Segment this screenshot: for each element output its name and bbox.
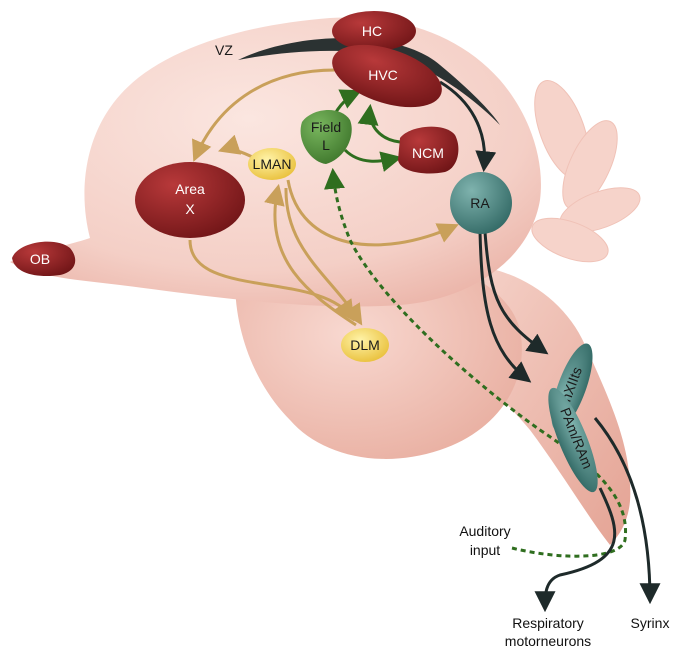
nucleus-ncm: NCM bbox=[398, 126, 459, 174]
nucleus-hvc: HVC bbox=[332, 44, 442, 108]
nucleus-ra: RA bbox=[450, 172, 512, 234]
vz-label: VZ bbox=[215, 42, 233, 58]
hvc-label: HVC bbox=[368, 67, 398, 83]
ncm-label: NCM bbox=[412, 145, 444, 161]
arrow-areax-to-dlm bbox=[188, 239, 355, 322]
arrow-auditory-input bbox=[323, 167, 628, 558]
line-nxiits-to-syrinx bbox=[593, 417, 661, 605]
nucleus-dlm: DLM bbox=[341, 328, 389, 362]
areax-label-line1: Area bbox=[175, 181, 205, 197]
nucleus-ob: OB bbox=[12, 241, 76, 277]
areax-label-line2: X bbox=[185, 201, 195, 217]
nucleus-hc: HC bbox=[332, 11, 416, 51]
ra-label: RA bbox=[470, 195, 490, 211]
afp-pathways bbox=[188, 68, 459, 327]
respiratory-label-line2: motorneurons bbox=[505, 633, 591, 649]
arrow-lman-to-ra bbox=[286, 179, 459, 247]
nucleus-fieldl: Field L bbox=[300, 110, 352, 164]
lman-label: LMAN bbox=[253, 156, 292, 172]
arrow-ra-to-pam bbox=[478, 231, 532, 383]
vz-band bbox=[238, 38, 500, 125]
arrow-hvc-to-areax bbox=[192, 68, 336, 162]
arrow-lman-to-dlm bbox=[284, 187, 363, 326]
nucleus-lman: LMAN bbox=[248, 148, 296, 180]
arrow-ncm-to-hvc bbox=[357, 103, 401, 144]
cerebellum bbox=[531, 80, 641, 263]
nucleus-areax: Area X bbox=[135, 162, 245, 238]
hc-label: HC bbox=[362, 23, 382, 39]
auditory-input-label-line2: input bbox=[470, 542, 500, 558]
fieldl-label-line2: L bbox=[322, 137, 330, 153]
dlm-label: DLM bbox=[350, 337, 380, 353]
ob-label: OB bbox=[30, 251, 50, 267]
arrow-dlm-to-lman bbox=[264, 183, 357, 327]
syrinx-label: Syrinx bbox=[631, 615, 670, 631]
arrow-hvc-to-ra bbox=[439, 80, 497, 173]
arrow-fieldl-to-ncm bbox=[343, 148, 403, 172]
arrow-ra-to-nxiits bbox=[483, 231, 549, 355]
auditory-input-label-line1: Auditory bbox=[459, 523, 510, 539]
respiratory-label-line1: Respiratory bbox=[512, 615, 584, 631]
fieldl-label-line1: Field bbox=[311, 119, 341, 135]
motor-pathways bbox=[439, 80, 661, 613]
line-pam-to-respiratory bbox=[534, 487, 617, 613]
